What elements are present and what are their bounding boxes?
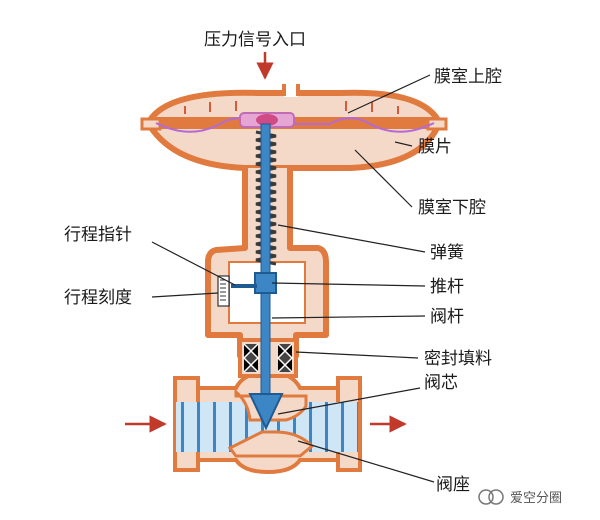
- stroke-scale: [217, 275, 230, 307]
- leader-lines: [151, 74, 435, 483]
- watermark-text: 爱空分圈: [510, 491, 562, 506]
- label-spring: 弹簧: [430, 243, 464, 263]
- label-stroke-pointer: 行程指针: [64, 225, 132, 245]
- label-upper-chamber: 膜室上腔: [434, 67, 502, 87]
- watermark: 爱空分圈: [478, 489, 562, 506]
- valve-plug: [248, 393, 284, 431]
- label-valve-seat: 阀座: [436, 475, 470, 495]
- signal-inlet-port: [282, 84, 300, 97]
- label-push-rod: 推杆: [430, 277, 464, 297]
- diaphragm-plate: [239, 112, 295, 128]
- label-lower-chamber: 膜室下腔: [418, 198, 486, 218]
- pressure-marks: [184, 101, 399, 114]
- label-diaphragm: 膜片: [418, 137, 452, 157]
- diaphragm-housing: [140, 89, 448, 171]
- label-valve-core: 阀芯: [424, 373, 458, 393]
- label-stroke-scale: 行程刻度: [64, 288, 132, 308]
- label-packing: 密封填料: [424, 349, 492, 369]
- label-signal-inlet: 压力信号入口: [204, 30, 306, 50]
- label-valve-stem: 阀杆: [430, 307, 464, 327]
- diaphragm-membrane: [155, 117, 435, 133]
